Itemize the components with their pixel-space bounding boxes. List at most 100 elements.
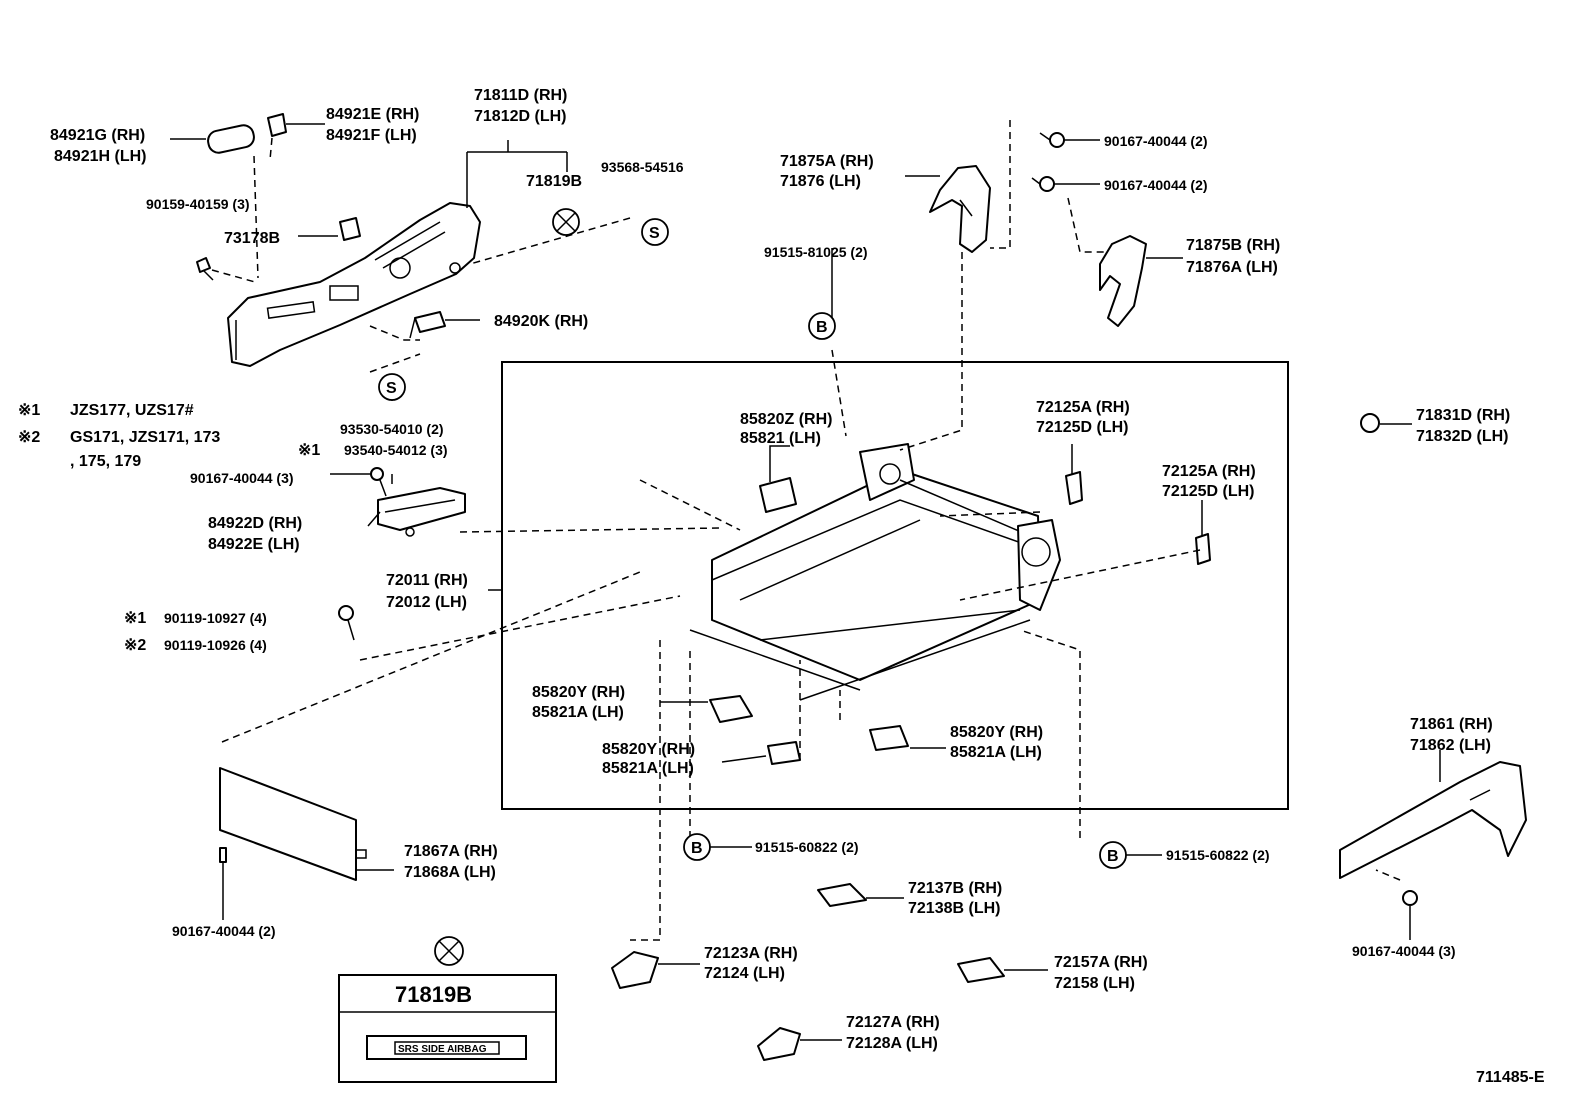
note1-mark: ※1 (18, 402, 40, 419)
label-72125A-2: 72125A (RH) (1162, 463, 1256, 480)
svg-text:B: B (816, 319, 828, 336)
label-84920K: 84920K (RH) (494, 313, 588, 330)
assembly-frame (501, 361, 1289, 810)
label-91515-60822-a: 91515-60822 (2) (755, 839, 859, 855)
knob-84921G-part[interactable] (206, 123, 256, 154)
bolt-90159-part[interactable] (196, 257, 214, 281)
svg-text:S: S (649, 225, 660, 242)
screw-symbol-93530: S (378, 373, 406, 401)
label-72123A: 72123A (RH) (704, 945, 798, 962)
bolt-90167-3b-part[interactable] (1402, 890, 1418, 906)
label-85820Y-2: 85820Y (RH) (602, 741, 695, 758)
label-72157A: 72157A (RH) (1054, 954, 1148, 971)
label-85821: 85821 (LH) (740, 430, 821, 447)
label-85821A-3: 85821A (LH) (950, 744, 1042, 761)
label-71831D: 71831D (RH) (1416, 407, 1510, 424)
cover-72127A-part[interactable] (757, 1027, 801, 1061)
label-71867A: 71867A (RH) (404, 843, 498, 860)
label-93540: 93540-54012 (3) (344, 442, 448, 458)
label-90119-926-mark: ※2 (124, 637, 146, 654)
airbag-mark-lower (434, 936, 464, 966)
leader-lines (170, 123, 1441, 1041)
clip-72125A-1-part[interactable] (1065, 471, 1083, 505)
label-71876A: 71876A (LH) (1186, 259, 1278, 276)
label-72124: 72124 (LH) (704, 965, 785, 982)
diagram-code: 711485-E (1476, 1069, 1545, 1086)
label-90167-2b: 90167-40044 (2) (1104, 133, 1208, 149)
label-84922E: 84922E (LH) (208, 536, 300, 553)
label-85820Z: 85820Z (RH) (740, 411, 832, 428)
cover-72137B-part[interactable] (817, 883, 867, 907)
bolt-90167-2b-part[interactable] (1039, 132, 1065, 148)
label-72125D-1: 72125D (LH) (1036, 419, 1128, 436)
label-90167-2a: 90167-40044 (2) (172, 923, 276, 939)
screw-symbol-93568: S (641, 218, 669, 246)
label-84921G: 84921G (RH) (50, 127, 145, 144)
clip-71831D-part[interactable] (1360, 413, 1380, 433)
label-72158: 72158 (LH) (1054, 975, 1135, 992)
bolt-symbol-60822-a: B (683, 833, 711, 861)
cover-72123A-part[interactable] (611, 951, 659, 989)
note2-mark: ※2 (18, 429, 40, 446)
label-72127A: 72127A (RH) (846, 1014, 940, 1031)
cover-73178B-part[interactable] (339, 217, 361, 241)
motor-85820Y-3-part[interactable] (869, 725, 909, 751)
harness-84922D-part[interactable] (377, 487, 466, 537)
switch-84920K-part[interactable] (409, 311, 446, 339)
label-72011: 72011 (RH) (386, 572, 468, 589)
label-71862: 71862 (LH) (1410, 737, 1491, 754)
label-71868A: 71868A (LH) (404, 864, 496, 881)
label-93540-mark: ※1 (298, 442, 320, 459)
label-90119-927-mark: ※1 (124, 610, 146, 627)
front-cover-71867A-part[interactable] (219, 767, 367, 881)
bolt-symbol-81025: B (808, 312, 836, 340)
label-90119-926: 90119-10926 (4) (164, 637, 267, 653)
label-84922D: 84922D (RH) (208, 515, 302, 532)
label-73178B: 73178B (224, 230, 280, 247)
label-85821A-2: 85821A (LH) (602, 760, 694, 777)
label-71812D: 71812D (LH) (474, 108, 566, 125)
label-71811D: 71811D (RH) (474, 87, 567, 104)
airbag-mark-upper (552, 208, 580, 236)
knob-84921E-part[interactable] (267, 113, 287, 137)
badge-part-number: 71819B (395, 982, 472, 1007)
bracket-71875B-part[interactable] (1099, 235, 1147, 327)
bracket-71875A-part[interactable] (929, 165, 991, 253)
label-90119-927: 90119-10927 (4) (164, 610, 267, 626)
label-71861: 71861 (RH) (1410, 716, 1493, 733)
clip-72125A-2-part[interactable] (1195, 533, 1211, 565)
badge-caption: SRS SIDE AIRBAG (398, 1044, 487, 1055)
motor-85820Y-1-part[interactable] (709, 695, 753, 723)
side-cover-71861-part[interactable] (1339, 761, 1527, 879)
label-84921H: 84921H (LH) (54, 148, 146, 165)
label-90167-3b: 90167-40044 (3) (1352, 943, 1456, 959)
label-85820Y-3: 85820Y (RH) (950, 724, 1043, 741)
motor-85820Y-2-part[interactable] (767, 741, 801, 765)
seat-track-72011-part[interactable] (689, 443, 1061, 701)
legend-notes: ※1 JZS177, UZS17# ※2 GS171, JZS171, 173 … (18, 402, 220, 470)
label-72012: 72012 (LH) (386, 594, 467, 611)
label-90159: 90159-40159 (3) (146, 196, 250, 212)
bolt-90119-part[interactable] (338, 605, 355, 641)
label-72138B: 72138B (LH) (908, 900, 1000, 917)
cushion-shield-part[interactable] (227, 202, 481, 367)
label-90167-2c: 90167-40044 (2) (1104, 177, 1208, 193)
airbag-label-badge: 71819B SRS SIDE AIRBAG (338, 974, 557, 1083)
label-71875A: 71875A (RH) (780, 153, 874, 170)
label-93568: 93568-54516 (601, 159, 684, 175)
bolt-90167-3a-part[interactable] (370, 467, 387, 497)
bolt-90167-2c-part[interactable] (1031, 176, 1055, 192)
label-85821A-1: 85821A (LH) (532, 704, 624, 721)
label-91515-81025: 91515-81025 (2) (764, 244, 868, 260)
label-84921F: 84921F (LH) (326, 127, 417, 144)
label-84921E: 84921E (RH) (326, 106, 419, 123)
note2-text-cont: , 175, 179 (70, 453, 141, 470)
motor-85820Z-part[interactable] (759, 477, 797, 513)
label-93530: 93530-54010 (2) (340, 421, 444, 437)
label-71819B: 71819B (526, 173, 582, 190)
cover-72157A-part[interactable] (957, 957, 1005, 983)
clip-90167-2a-part[interactable] (219, 847, 227, 872)
svg-text:S: S (386, 380, 397, 397)
svg-text:B: B (1107, 848, 1119, 865)
